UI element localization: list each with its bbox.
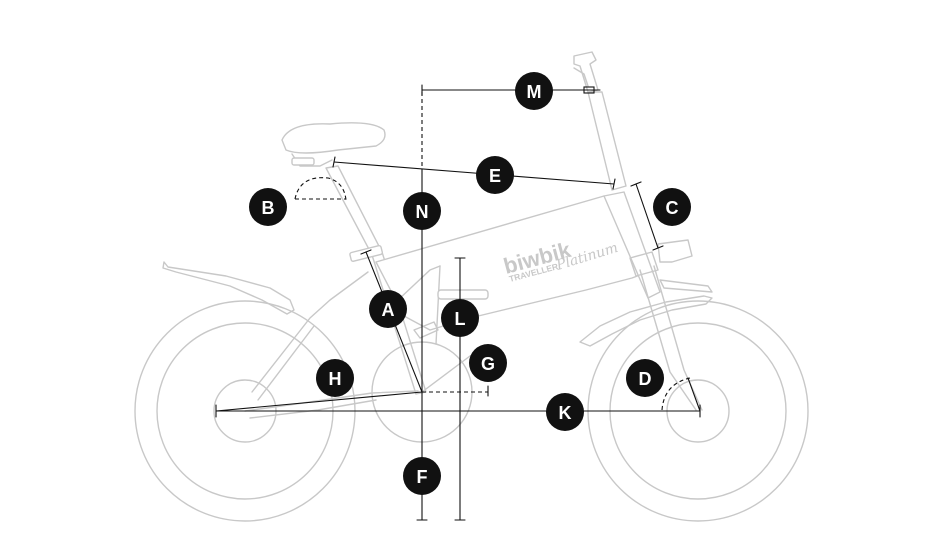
dim-tick-c-bottom	[652, 245, 664, 251]
dim-tick-e-right	[612, 178, 616, 190]
dim-arc-d	[661, 377, 691, 411]
fork-left	[639, 269, 697, 411]
rear-fender	[162, 261, 295, 315]
badge-d: D	[626, 359, 664, 397]
front-fender	[579, 295, 713, 347]
dim-tick-c-top	[630, 181, 642, 187]
label-badges: M E N B C A L G	[249, 72, 691, 495]
dim-line-e	[333, 161, 615, 185]
badge-b: B	[249, 188, 287, 226]
svg-text:A: A	[382, 300, 395, 320]
svg-text:L: L	[455, 309, 466, 329]
svg-text:C: C	[666, 198, 679, 218]
handlebar-grip	[573, 51, 599, 93]
saddle-clamp	[291, 157, 315, 166]
seat-stay	[251, 271, 369, 393]
head-tube	[603, 191, 661, 299]
badge-g: G	[469, 344, 507, 382]
dim-arc-b	[294, 177, 347, 201]
svg-text:F: F	[417, 467, 428, 487]
fork-right	[653, 265, 703, 411]
svg-text:D: D	[639, 369, 652, 389]
dim-line-h	[215, 391, 423, 412]
svg-text:M: M	[527, 82, 542, 102]
front-light-icon	[657, 239, 693, 263]
frame-gusset	[397, 265, 441, 301]
fork-crown	[629, 251, 659, 277]
seat-stay-inner	[257, 325, 315, 401]
brake-lever	[573, 67, 589, 87]
badge-l: L	[441, 299, 479, 337]
svg-text:H: H	[329, 369, 342, 389]
svg-text:N: N	[416, 202, 429, 222]
fold-clamp	[437, 289, 489, 300]
svg-text:E: E	[489, 166, 501, 186]
dim-tick-m-right	[583, 86, 595, 94]
bike-outline: biwbik TRAVELLER Platinum	[134, 51, 809, 522]
dim-tick-a-top	[360, 249, 372, 255]
front-fender-mount	[659, 279, 713, 293]
badge-a: A	[369, 290, 407, 328]
svg-text:B: B	[262, 198, 275, 218]
badge-n: N	[403, 192, 441, 230]
badge-c: C	[653, 188, 691, 226]
kickstand-mount	[413, 321, 439, 339]
saddle	[281, 122, 386, 154]
svg-text:G: G	[481, 354, 495, 374]
dim-line-c	[635, 183, 659, 249]
badge-f: F	[403, 457, 441, 495]
chain-stay	[244, 390, 419, 412]
badge-k: K	[546, 393, 584, 431]
handlebar-stem	[587, 91, 627, 191]
dim-line-d	[687, 377, 701, 412]
badge-m: M	[515, 72, 553, 110]
badge-e: E	[476, 156, 514, 194]
badge-h: H	[316, 359, 354, 397]
dim-tick-e-left	[332, 156, 336, 168]
svg-text:K: K	[559, 403, 572, 423]
chain-stay-lower	[249, 399, 377, 419]
